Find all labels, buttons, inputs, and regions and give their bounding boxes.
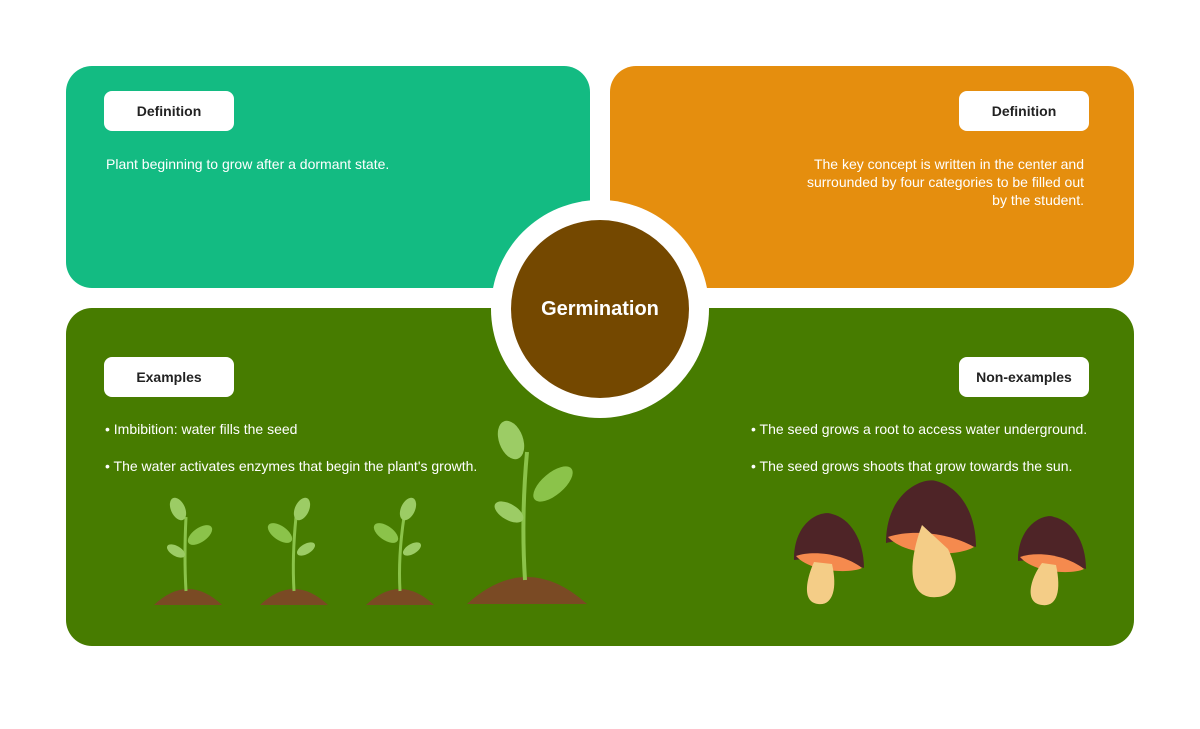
seedling-icon bbox=[260, 497, 328, 605]
definition-text-left: Plant beginning to grow after a dormant … bbox=[106, 156, 390, 172]
non-example-bullet-1: • The seed grows a root to access water … bbox=[751, 421, 1088, 437]
mushroom-icon bbox=[794, 513, 864, 605]
definition-line-2: surrounded by four categories to be fill… bbox=[806, 174, 1084, 190]
center-concept: Germination bbox=[511, 220, 689, 398]
center-ring: Germination bbox=[491, 200, 709, 418]
seedling-icon bbox=[366, 497, 434, 605]
example-bullet-2: • The water activates enzymes that begin… bbox=[105, 458, 478, 474]
mushroom-icon bbox=[1018, 516, 1086, 606]
examples-label: Examples bbox=[104, 357, 234, 397]
definition-line-1: The key concept is written in the center… bbox=[813, 156, 1084, 172]
definition-label-left: Definition bbox=[104, 91, 234, 131]
center-title: Germination bbox=[541, 297, 659, 320]
sprout-icon bbox=[467, 420, 587, 604]
definition-label-right: Definition bbox=[959, 91, 1089, 131]
seedling-icon bbox=[154, 497, 222, 605]
definition-line-3: by the student. bbox=[992, 192, 1084, 208]
definition-text-right: The key concept is written in the center… bbox=[724, 155, 1084, 209]
example-bullet-1: • Imbibition: water fills the seed bbox=[105, 421, 298, 437]
mushroom-icon bbox=[886, 480, 976, 598]
non-example-bullet-2: • The seed grows shoots that grow toward… bbox=[751, 458, 1073, 474]
non-examples-label: Non-examples bbox=[959, 357, 1089, 397]
